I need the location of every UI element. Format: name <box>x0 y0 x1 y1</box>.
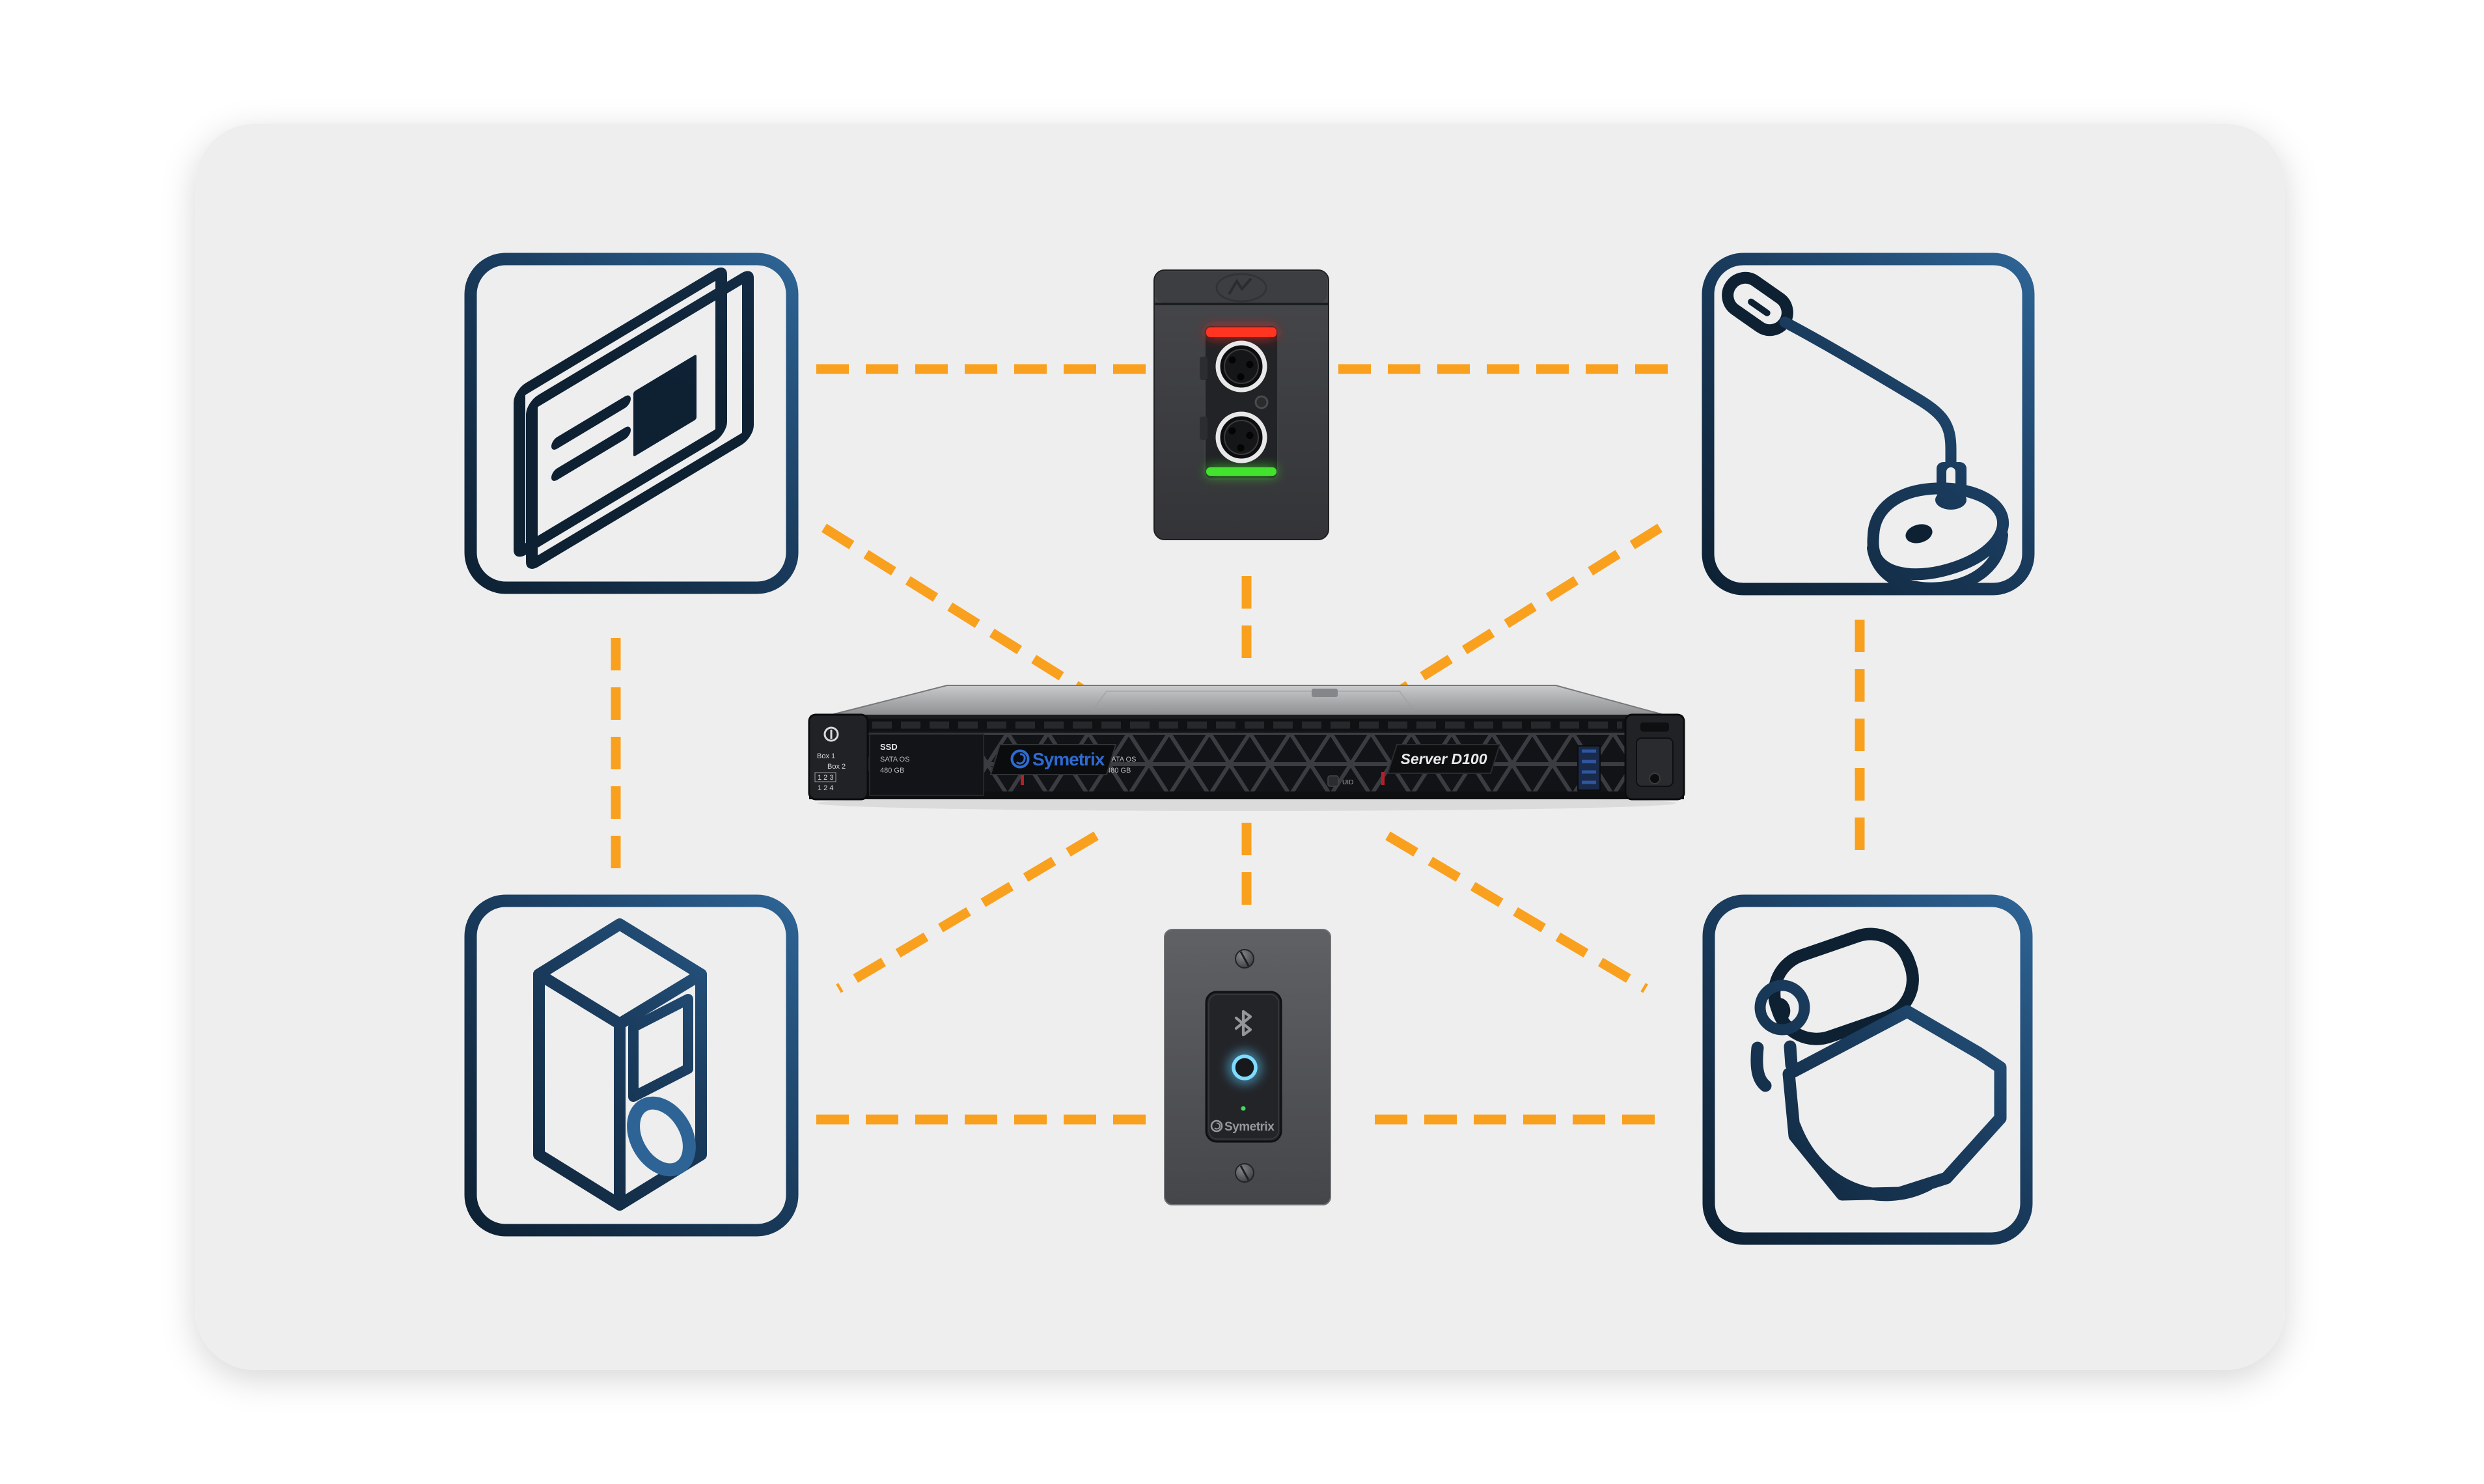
gooseneck-mic-icon <box>1722 271 2009 594</box>
ear-label-row1: 1 2 3 <box>818 774 833 782</box>
node-box-bottom-left <box>464 894 799 1237</box>
xlr-connector-top <box>1215 340 1267 392</box>
node-box-bottom-right <box>1702 894 2033 1245</box>
edge-mic-to-server <box>1388 523 1663 701</box>
server-brand-badge: Symetrix <box>989 744 1117 775</box>
server-grille <box>866 733 1627 795</box>
drive-label-bus: SATA OS <box>880 756 909 763</box>
edge-server-to-speaker <box>836 831 1099 993</box>
uid-label: UID <box>1342 779 1353 786</box>
hub-symetrix-server: Box 1 Box 2 1 2 3 1 2 4 SSD SATA OS 480 … <box>808 685 1685 811</box>
ptz-camera-icon <box>1750 928 2007 1202</box>
ear-label-row2: 1 2 4 <box>818 784 833 792</box>
xlr-connector-bottom <box>1215 411 1267 463</box>
bt-ring-button <box>1232 1054 1258 1080</box>
node-gooseneck-microphone <box>1702 253 2035 596</box>
ear-label-box2: Box 2 <box>827 763 846 771</box>
server-drive-labels: SSD SATA OS 480 GB SATA OS 480 GB UID <box>869 734 1601 796</box>
drive-label-type: SSD <box>880 742 898 752</box>
speaker-icon <box>533 918 707 1211</box>
uid-button <box>1327 775 1339 787</box>
ear-power-icon <box>823 726 839 742</box>
node-loudspeaker <box>464 894 799 1237</box>
server-right-ear <box>1624 713 1685 801</box>
bt-status-led <box>1241 1106 1246 1111</box>
server-brand-text: Symetrix <box>1032 749 1105 769</box>
server-bottom-edge <box>809 791 1684 799</box>
node-ptz-camera <box>1702 894 2033 1245</box>
server-top-lid <box>821 685 1674 718</box>
bt-plate-brand: Symetrix <box>1210 1120 1275 1134</box>
bt-plate-brand-text: Symetrix <box>1224 1120 1275 1134</box>
xlr-latch-tab <box>1200 357 1208 380</box>
symetrix-logo-icon-small <box>1210 1120 1223 1133</box>
node-bluetooth-wall-plate: Symetrix <box>1164 929 1331 1205</box>
drive-label-size: 480 GB <box>880 767 904 775</box>
drive2-label-bus: SATA OS <box>1107 756 1136 763</box>
node-display-card <box>464 253 799 594</box>
drive2-label-size: 480 GB <box>1107 767 1131 775</box>
edge-server-to-camera <box>1385 831 1648 993</box>
node-box-top-right <box>1702 253 2035 596</box>
connection-lines <box>611 364 1865 1125</box>
xlr-plate-button <box>1254 395 1269 409</box>
server-model-text: Server D100 <box>1401 750 1487 767</box>
edge-card-to-server <box>821 523 1096 701</box>
bt-module-highlight <box>1208 994 1279 1140</box>
node-box-top-left <box>464 253 799 594</box>
id-card-icon <box>514 268 754 569</box>
emboss-zigzag-icon <box>1228 277 1252 295</box>
server-lid-latch <box>1312 689 1338 697</box>
server-lid-panel-line <box>1091 691 1415 711</box>
bluetooth-icon <box>1234 1010 1252 1037</box>
green-led-bar <box>1206 467 1276 476</box>
ear-label-box1: Box 1 <box>817 752 835 760</box>
node-xlr-wall-plate <box>1153 269 1329 540</box>
symetrix-emboss-logo-icon <box>1215 273 1267 303</box>
xlr-latch-tab <box>1200 417 1208 440</box>
server-left-ear: Box 1 Box 2 1 2 3 1 2 4 <box>808 713 869 801</box>
symetrix-logo-icon <box>1010 749 1030 769</box>
red-led-bar <box>1206 327 1276 337</box>
server-model-badge: Server D100 <box>1387 744 1501 774</box>
